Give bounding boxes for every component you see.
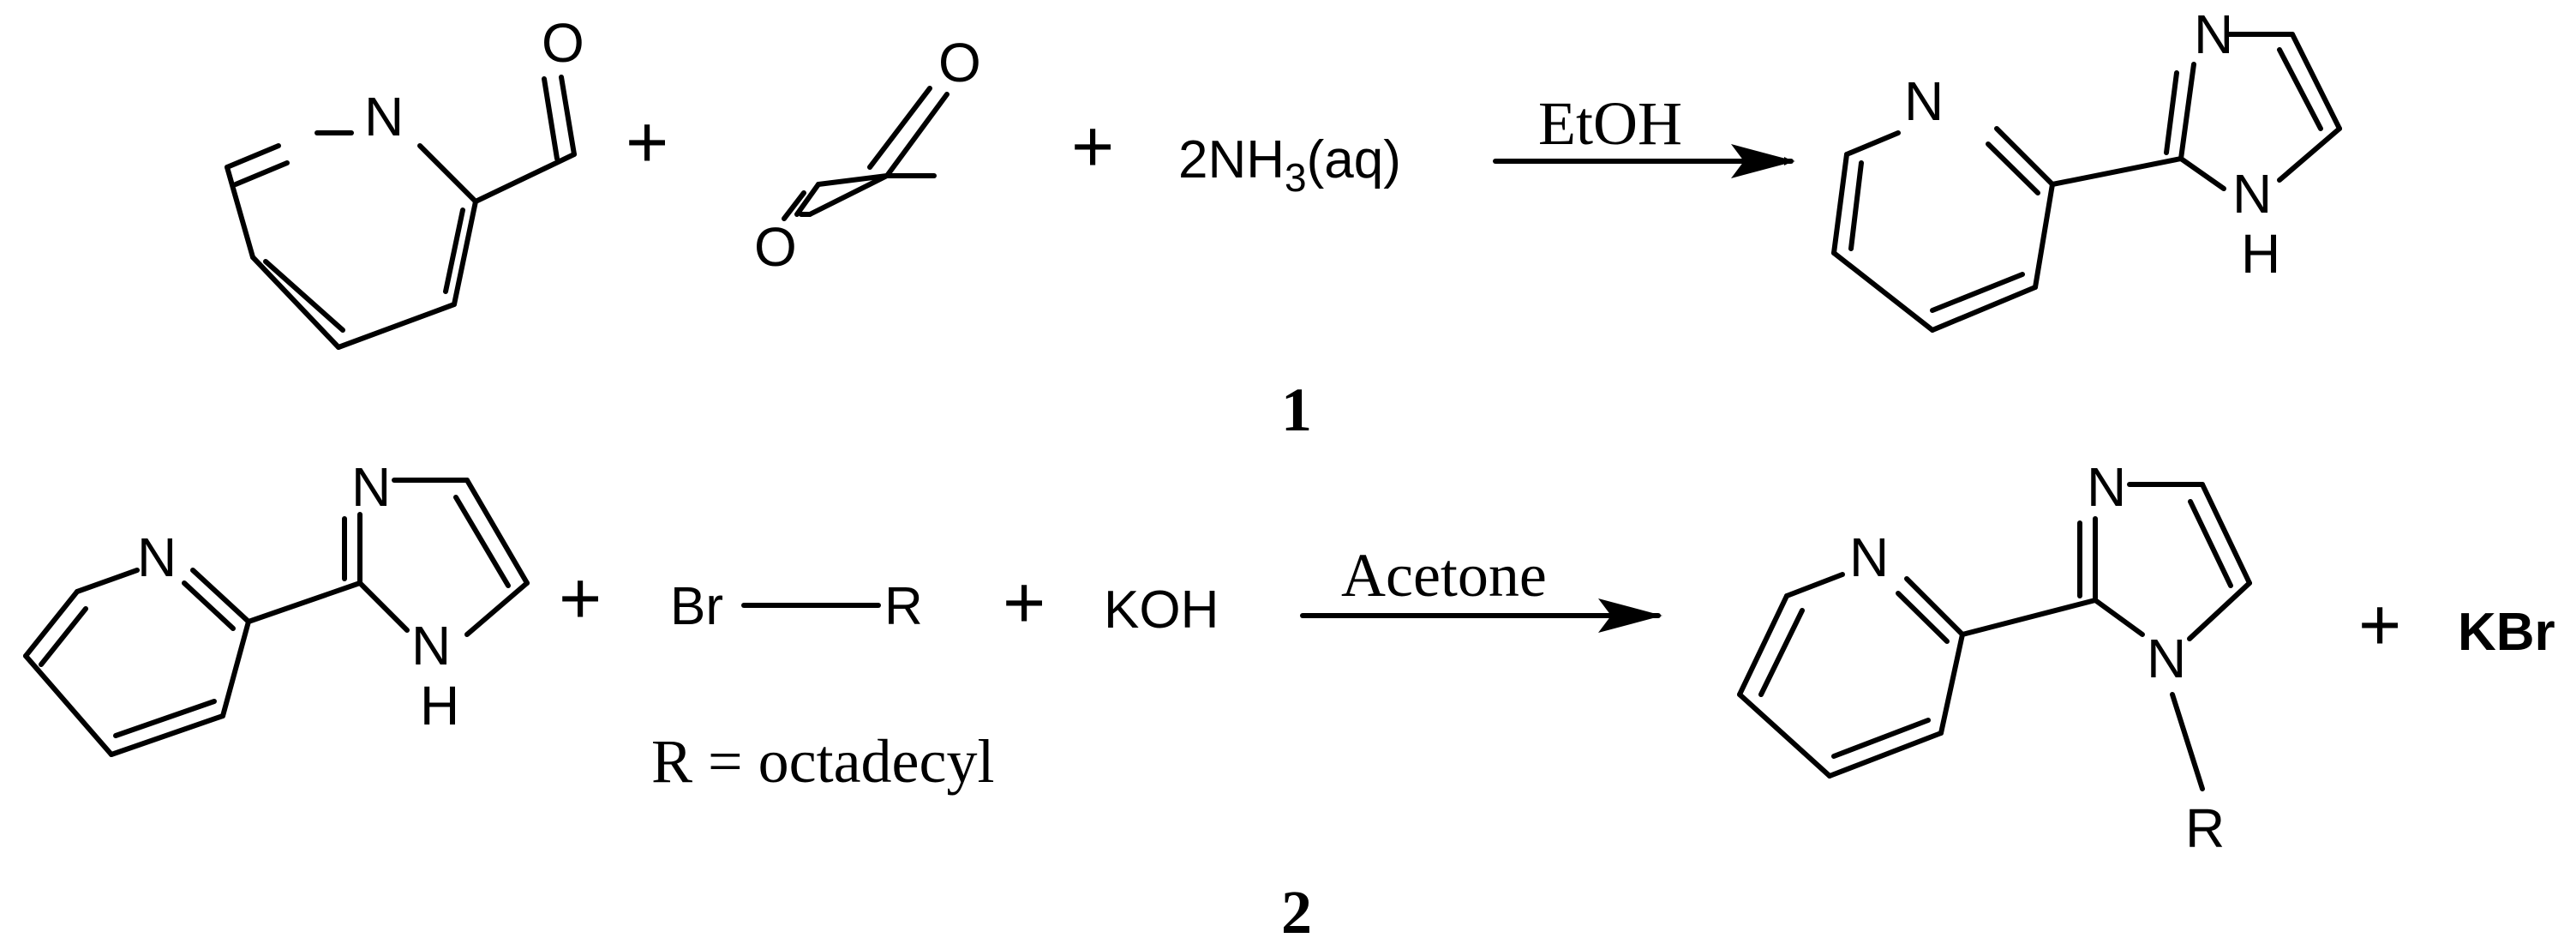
- glyoxal-bottom-oxygen-label: O: [754, 216, 797, 278]
- plus-sign: +: [626, 101, 668, 183]
- r-group-definition: R = octadecyl: [651, 727, 994, 796]
- byproduct-formula: KBr: [2458, 603, 2555, 662]
- imidazole-nh-nitrogen-label: N: [411, 615, 451, 676]
- arrowhead: [1731, 144, 1795, 178]
- imidazole-n-alkyl-nitrogen-label: N: [2147, 628, 2186, 689]
- pyridyl-imidazole-reactant: N N N H: [23, 456, 530, 757]
- alkyl-bromide: Br R: [670, 577, 923, 636]
- aldehyde-oxygen-label: O: [542, 12, 584, 74]
- imidazole-hydrogen-label: H: [420, 675, 459, 737]
- pyridine-nitrogen-label: N: [1849, 526, 1889, 588]
- reaction-conditions-label: EtOH: [1538, 89, 1682, 158]
- alkyl-r-label: R: [2185, 797, 2225, 859]
- glyoxal: O O: [754, 32, 981, 278]
- pyridine-nitrogen-label: N: [364, 86, 404, 147]
- pyridyl-imidazole-product: N N N H: [1831, 3, 2342, 333]
- compound-number-label: 1: [1281, 376, 1312, 444]
- plus-sign: +: [2358, 584, 2401, 666]
- pyridine-nitrogen-label: N: [1904, 70, 1944, 132]
- ammonia-subscript: 3: [1285, 155, 1307, 200]
- ammonia-formula: 2NH3(aq): [1178, 130, 1401, 200]
- bromine-label: Br: [670, 577, 723, 636]
- pyridine-2-carbaldehyde: N O: [225, 12, 584, 350]
- reaction-conditions-label: Acetone: [1341, 541, 1547, 610]
- imidazole-nitrogen-label: N: [2194, 3, 2233, 65]
- base-formula: KOH: [1104, 580, 1219, 640]
- plus-sign: +: [1071, 105, 1114, 188]
- ammonia-state: (aq): [1307, 130, 1401, 189]
- pyridine-nitrogen-label: N: [137, 526, 177, 588]
- arrowhead: [1598, 598, 1662, 633]
- alkyl-r-label: R: [884, 577, 923, 636]
- glyoxal-top-oxygen-label: O: [938, 32, 981, 93]
- imidazole-nitrogen-label: N: [2087, 456, 2126, 518]
- ammonia-coefficient: 2NH: [1178, 130, 1285, 189]
- imidazole-nh-nitrogen-label: N: [2232, 163, 2272, 225]
- plus-sign: +: [1003, 562, 1045, 644]
- plus-sign: +: [559, 557, 602, 640]
- n-alkyl-pyridyl-imidazole-product: N N N R: [1737, 456, 2252, 859]
- imidazole-hydrogen-label: H: [2241, 223, 2280, 285]
- imidazole-nitrogen-label: N: [351, 456, 391, 518]
- compound-number-label: 2: [1281, 878, 1312, 947]
